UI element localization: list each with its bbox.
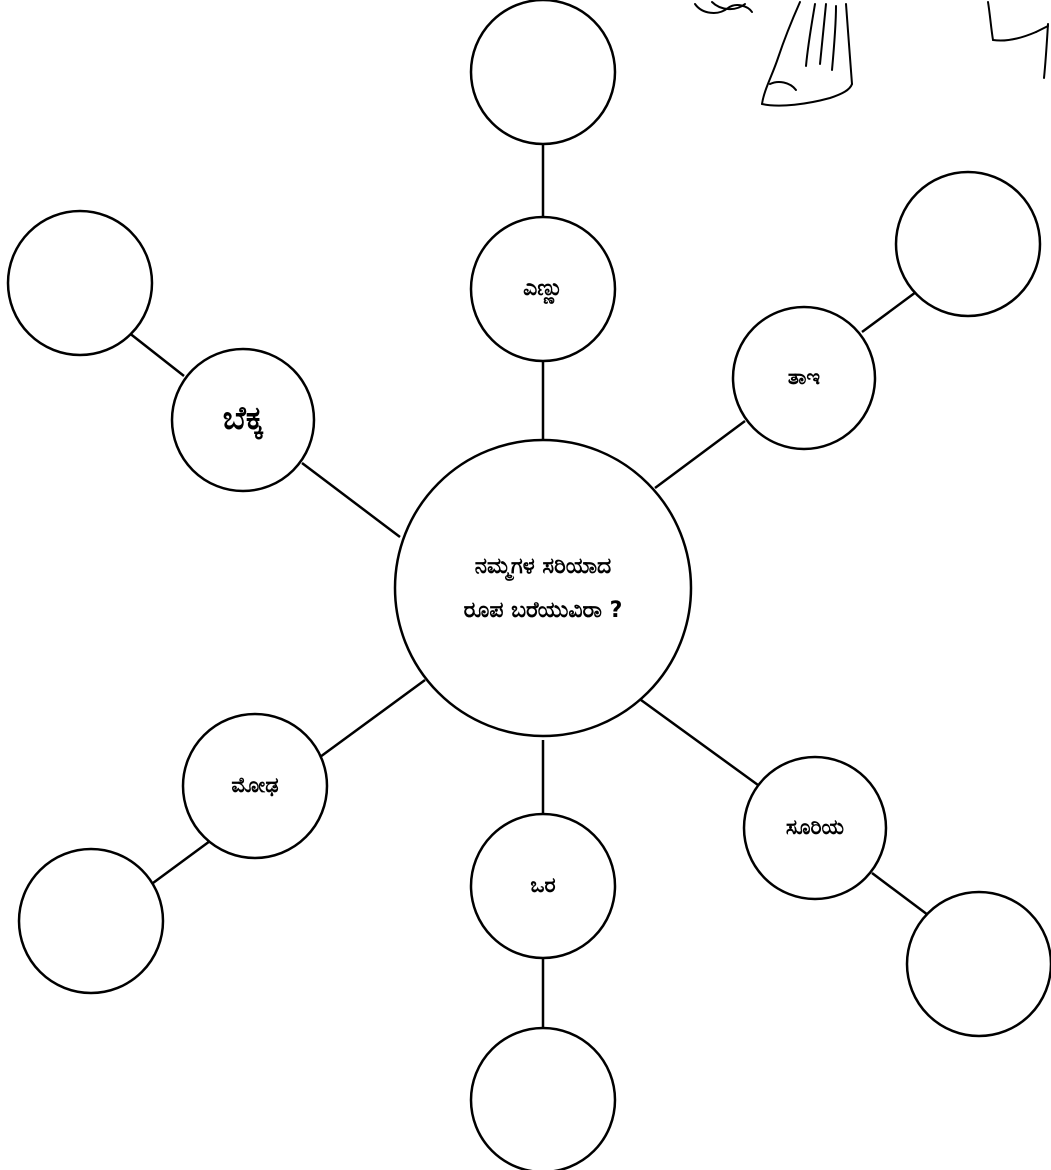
answer-circle-lower-right[interactable] (905, 890, 1051, 1038)
connector-lower-right-inner (640, 698, 759, 787)
word-label-upper-right: ತಾಇ (788, 365, 821, 389)
word-node-bottom: ಒರ (469, 812, 617, 960)
word-label-lower-left: ಮೋಢ (231, 773, 278, 797)
word-node-upper-left: ಬೆಕ್ಕ (170, 347, 316, 493)
connector-upper-left-inner (301, 462, 401, 538)
answer-circle-top[interactable] (469, 0, 617, 146)
center-title-line2: ರೂಪ ಬರೆಯುವಿರಾ ? (464, 598, 623, 623)
answer-circle-bottom[interactable] (469, 1026, 617, 1170)
word-label-lower-right: ಸೂರಿಯ (786, 815, 844, 839)
word-node-top: ಎಣ್ಣು (469, 215, 617, 363)
answer-circle-upper-left[interactable] (6, 209, 154, 357)
word-node-lower-right: ಸೂರಿಯ (742, 755, 888, 901)
word-node-upper-right: ತಾಇ (731, 305, 877, 451)
center-node: ನಮ್ಮಗಳ ಸರಿಯಾದ ರೂಪ ಬರೆಯುವಿರಾ ? (393, 438, 693, 738)
corner-sketch (987, 1, 1049, 79)
connector-lower-left-inner (319, 678, 426, 759)
word-label-top: ಎಣ್ಣು (523, 276, 563, 305)
connector-lower-left-outer (152, 839, 211, 885)
word-node-lower-left: ಮೋಢ (181, 712, 329, 860)
connectors (127, 144, 933, 1030)
word-label-upper-left: ಬೆಕ್ಕ (223, 399, 264, 441)
connector-lower-right-outer (871, 872, 933, 919)
word-label-bottom: ಒರ (530, 873, 555, 897)
connector-upper-right-outer (861, 290, 917, 334)
hand-sketch (694, 1, 853, 107)
center-title-line1: ನಮ್ಮಗಳ ಸರಿಯಾದ (475, 554, 612, 582)
connector-upper-left-outer (127, 331, 185, 377)
answer-circle-upper-right[interactable] (894, 170, 1042, 318)
answer-circle-lower-left[interactable] (17, 847, 165, 995)
answer-circles (6, 0, 1051, 1170)
connector-upper-right-inner (654, 419, 746, 490)
